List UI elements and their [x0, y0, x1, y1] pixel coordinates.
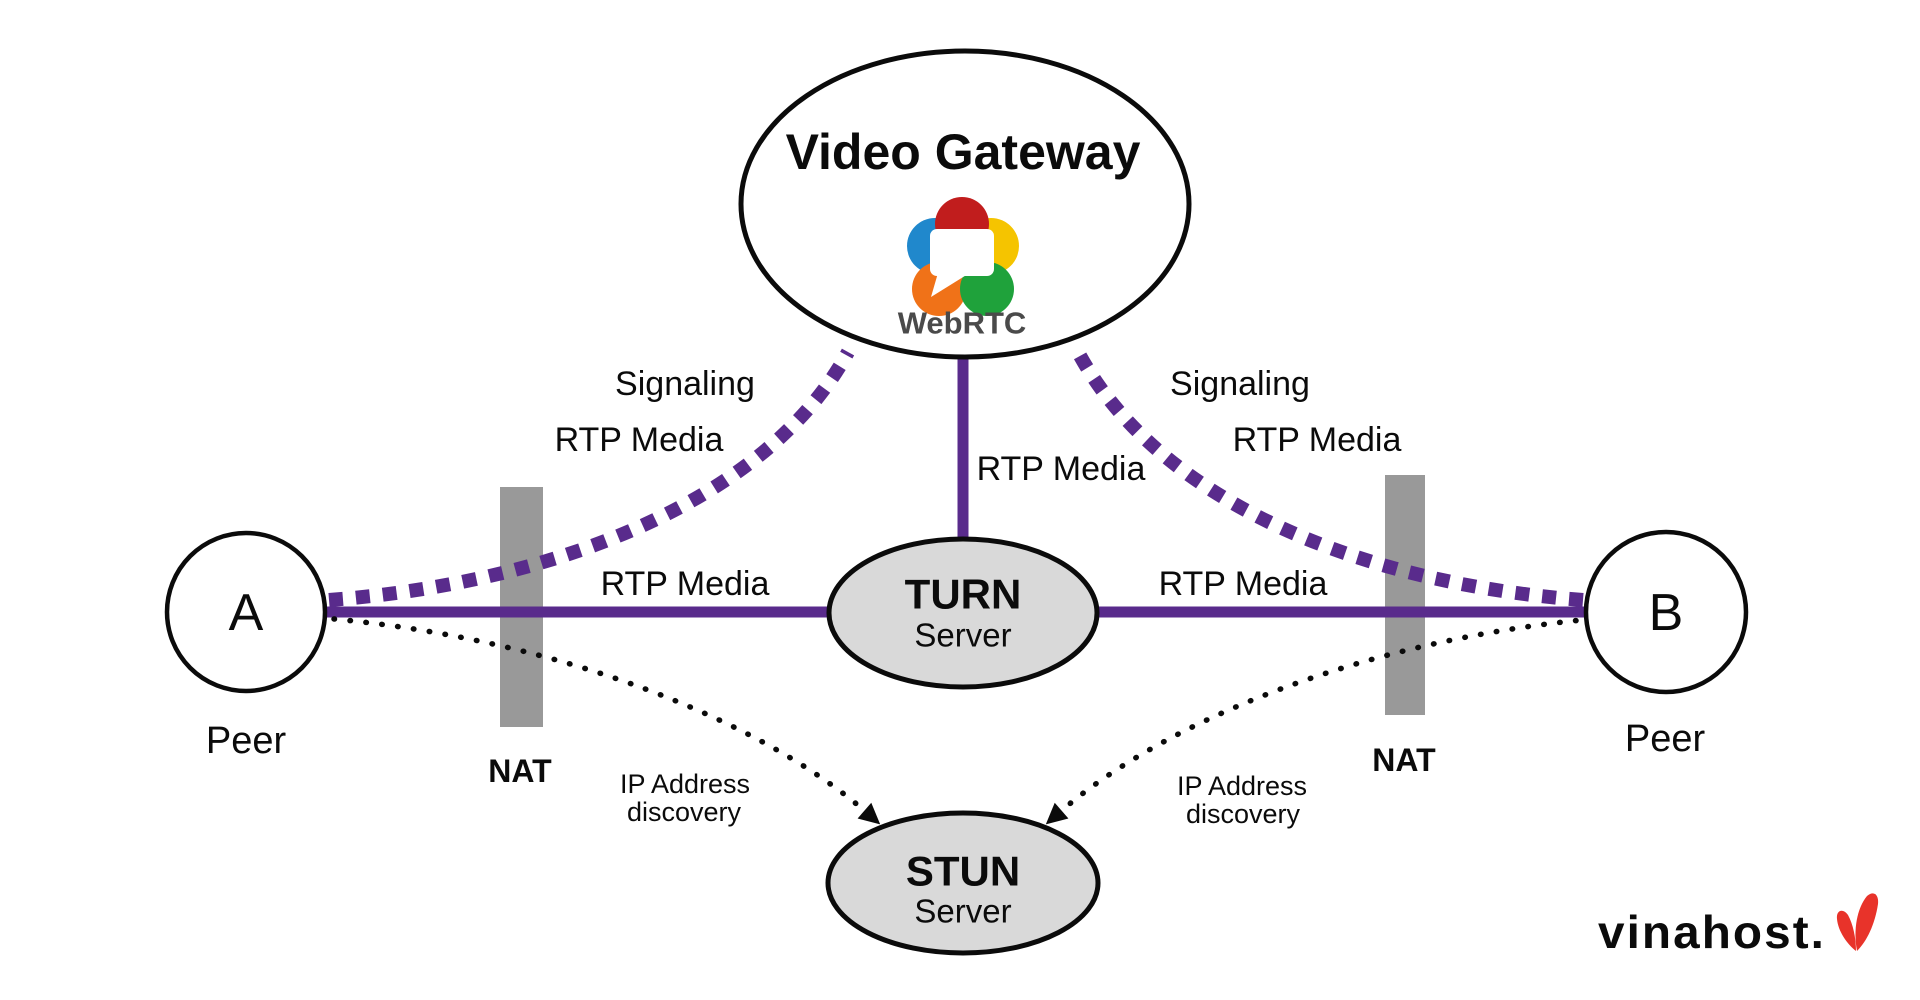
vinahost-logo-text: vinahost. [1598, 906, 1826, 958]
rtp-media-label-center: RTP Media [977, 450, 1146, 488]
rtp-media-label-left-upper: RTP Media [555, 421, 724, 459]
ip-discovery-right-line1: IP Address [1177, 771, 1307, 801]
rtp-media-label-a-turn: RTP Media [601, 565, 770, 603]
ip-discovery-left-line2: discovery [627, 797, 742, 827]
peer-a-id: A [229, 584, 264, 642]
vinahost-checkmark-icon [1836, 910, 1856, 951]
nat-right-bar [1385, 475, 1425, 715]
turn-server-name: TURN [905, 571, 1022, 618]
nat-right-label: NAT [1372, 742, 1436, 778]
peer-b-id: B [1649, 584, 1684, 642]
signaling-label-right: Signaling [1170, 365, 1310, 403]
rtp-media-label-right-upper: RTP Media [1233, 421, 1402, 459]
peer-b-circle [1583, 529, 1749, 695]
webrtc-logo-label: WebRTC [898, 306, 1027, 341]
stun-server-ellipse [825, 810, 1101, 956]
video-gateway-title: Video Gateway [786, 124, 1141, 180]
stun-discovery-link-b [1045, 616, 1595, 825]
webrtc-logo-speech-bubble [930, 229, 994, 276]
vinahost-logo: vinahost. [1598, 893, 1879, 958]
nat-left-label: NAT [488, 753, 552, 789]
stun-server-name: STUN [906, 848, 1020, 895]
rtp-media-label-turn-b: RTP Media [1159, 565, 1328, 603]
peer-b-label: Peer [1625, 718, 1706, 760]
peer-a-circle [164, 530, 328, 694]
signaling-label-left: Signaling [615, 365, 755, 403]
turn-server-ellipse [826, 536, 1100, 690]
vinahost-checkmark-icon [1855, 893, 1879, 951]
turn-server-type: Server [914, 617, 1011, 654]
stun-server-type: Server [914, 893, 1011, 930]
signaling-link-gateway-to-a [328, 348, 855, 607]
webrtc-logo-icon [907, 197, 1019, 316]
peer-a-label: Peer [206, 720, 287, 762]
signaling-link-gateway-to-b [1071, 348, 1584, 607]
stun-discovery-link-a [331, 616, 881, 825]
ip-discovery-right-line2: discovery [1186, 799, 1301, 829]
ip-discovery-left-line1: IP Address [620, 769, 750, 799]
